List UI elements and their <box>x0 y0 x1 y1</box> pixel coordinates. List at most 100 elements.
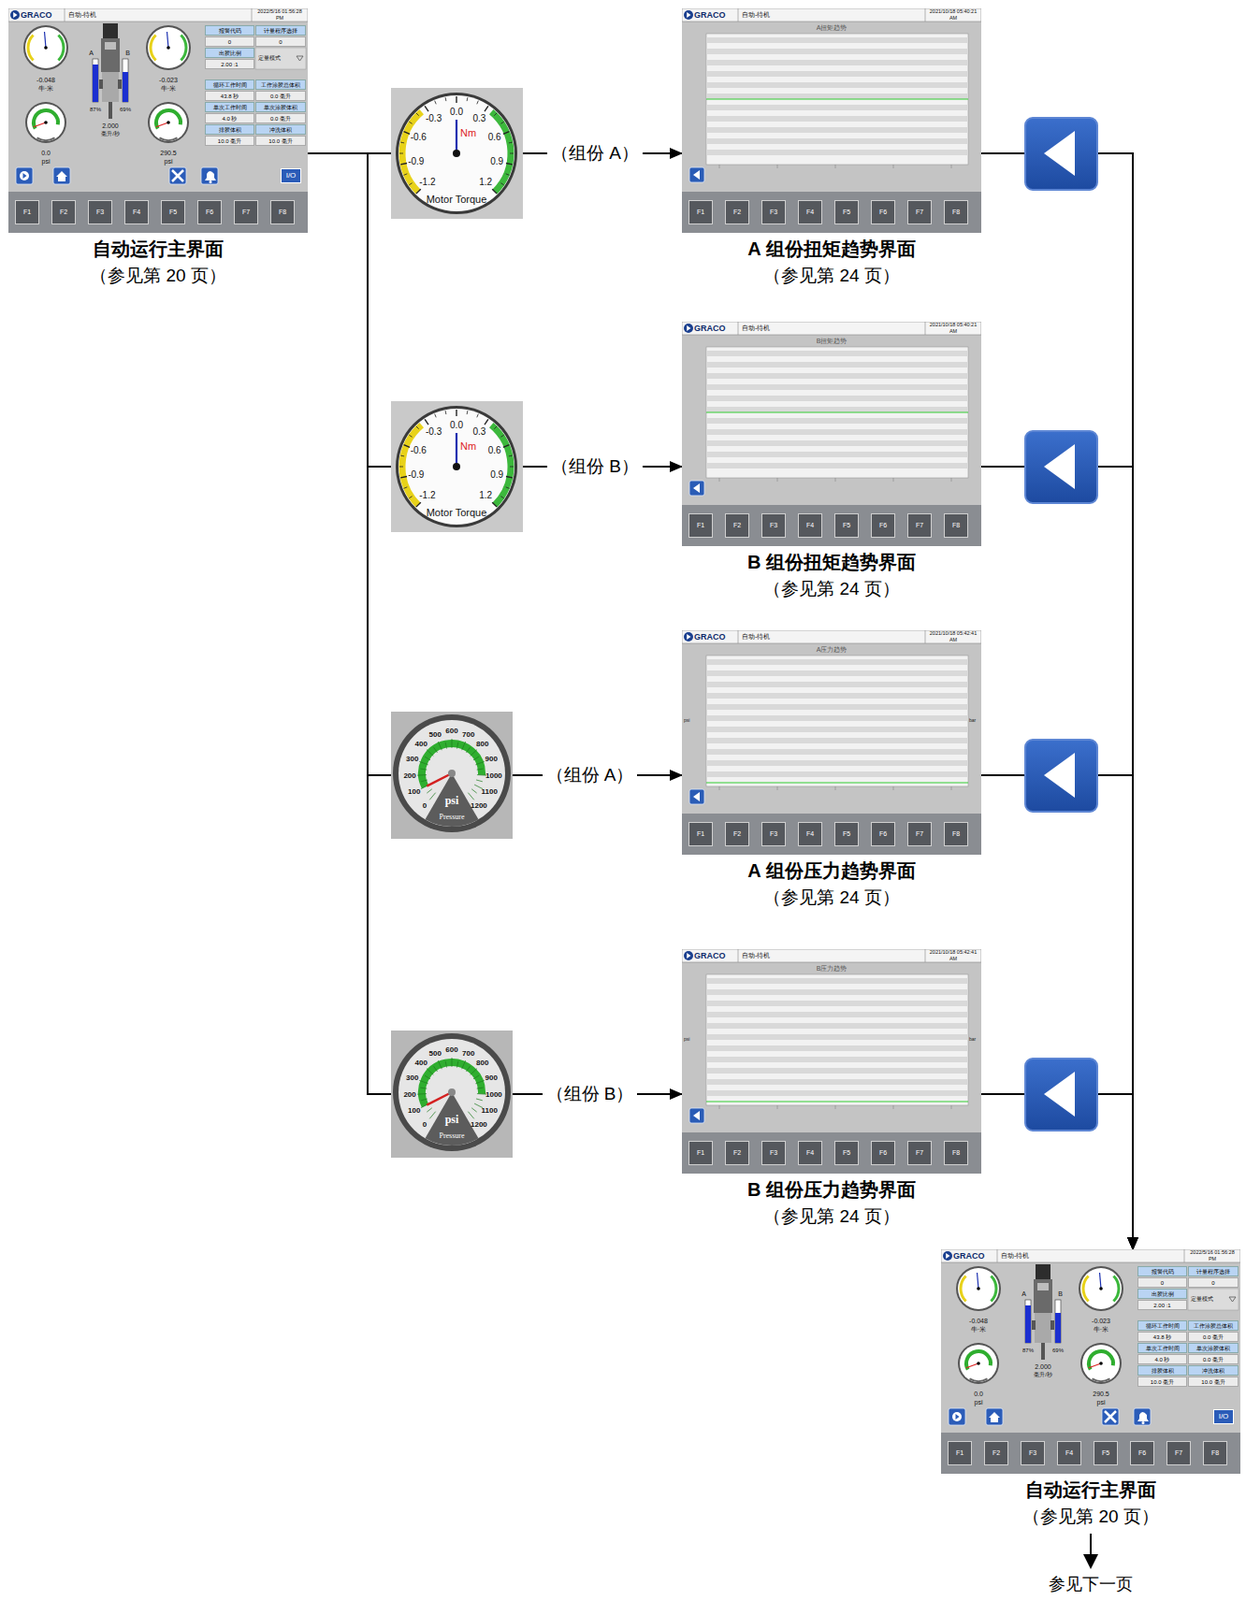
screen-text: -0.3 <box>420 426 449 438</box>
drawing-part <box>445 410 448 415</box>
screen-text: 工作涂胶总体积 <box>1188 1320 1239 1332</box>
drawing-part <box>1043 1072 1075 1117</box>
drawing-part <box>681 321 982 547</box>
screen-text: 1000 <box>482 771 506 782</box>
page-reference: （参见第 24 页） <box>681 264 982 288</box>
drawing-part <box>686 12 691 18</box>
drawing-part <box>706 1090 969 1097</box>
drawing-part <box>402 425 422 506</box>
drawing-part <box>451 1057 453 1068</box>
screen-text: F4 <box>1057 1441 1082 1466</box>
screen-text: A扭矩趋势 <box>775 23 888 33</box>
screen-text: F7 <box>907 1141 932 1166</box>
drawing-part <box>1104 1411 1116 1423</box>
screen-text: 200 <box>398 1090 421 1101</box>
drawing-part <box>466 97 469 102</box>
drawing-part <box>147 27 189 69</box>
screen-text: F7 <box>907 822 932 847</box>
drawing-part <box>416 426 420 430</box>
drawing-part <box>484 105 489 112</box>
screen-text: F3 <box>761 822 786 847</box>
screen-text: -1.2 <box>413 176 442 189</box>
drawing-part <box>456 1061 458 1069</box>
drawing-part <box>706 771 969 778</box>
screen-node: 自动运行主界面（参见第 20 页）GRACO自动-待机2022/5/16 01:… <box>8 8 308 233</box>
screen-text: GRACO <box>953 1250 997 1262</box>
drawing-part <box>706 440 969 447</box>
screen-text: F1 <box>688 200 713 225</box>
screen-title: A 组份压力趋势界面 <box>681 859 982 883</box>
screen-text: 100 <box>403 787 426 797</box>
drawing-part <box>201 167 218 185</box>
drawing-part <box>706 1034 969 1041</box>
drawing-part <box>424 419 429 425</box>
drawing-part <box>470 1069 478 1076</box>
screen-text: F6 <box>870 822 896 847</box>
drawing-part <box>1043 444 1075 490</box>
drawing-part <box>706 726 969 733</box>
page-reference: （参见第 20 页） <box>8 264 308 288</box>
drawing-part <box>23 173 28 179</box>
drawing-part <box>1025 431 1098 504</box>
drawing-part <box>455 409 457 417</box>
drawing-part <box>1184 1249 1186 1263</box>
screen-text: 2.000 <box>1028 1362 1058 1372</box>
drawing-part <box>925 321 927 335</box>
drawing-part <box>392 714 511 833</box>
screen-text: F2 <box>724 1141 750 1166</box>
page-reference: （参见第 24 页） <box>681 1205 982 1229</box>
drawing-part <box>706 373 969 379</box>
drawing-part <box>424 105 429 112</box>
drawing-part <box>706 412 969 414</box>
screen-text: 0 <box>255 36 306 47</box>
drawing-part <box>159 137 178 141</box>
drawing-part <box>689 167 705 183</box>
drawing-part <box>166 45 171 50</box>
screen-text: 2021/10/18 05:40:21 AM <box>927 321 980 335</box>
screen-text: F1 <box>688 822 713 847</box>
screen-text: F6 <box>870 1141 896 1166</box>
drawing-part <box>419 761 428 765</box>
screen-text: 出胶比例 <box>204 47 255 58</box>
screen-text: F7 <box>1166 1441 1191 1466</box>
back-button <box>1025 117 1098 190</box>
drawing-part <box>706 33 969 165</box>
screen-text: 1100 <box>478 787 501 797</box>
screen-picture <box>681 630 982 855</box>
drawing-part <box>706 93 969 100</box>
drawing-part <box>1089 1534 1092 1557</box>
drawing-part <box>434 101 437 105</box>
drawing-part <box>475 761 484 765</box>
screen-text: 自动-待机 <box>68 9 144 21</box>
drawing-part <box>706 659 969 666</box>
screen-text: bar <box>969 716 981 725</box>
drawing-part <box>493 426 497 430</box>
screen-text: F5 <box>834 200 859 225</box>
drawing-part <box>101 38 120 73</box>
drawing-part <box>102 23 118 39</box>
drawing-part <box>706 59 969 66</box>
drawing-part <box>1035 1264 1051 1280</box>
screen-text: 2021/10/18 05:40:21 AM <box>927 8 980 22</box>
drawing-part <box>957 1268 1000 1310</box>
drawing-part <box>416 188 421 194</box>
drawing-part <box>738 630 739 644</box>
drawing-part <box>426 773 452 787</box>
drawing-part <box>420 1087 427 1089</box>
drawing-part <box>455 119 458 154</box>
screen-text: F3 <box>1020 1441 1045 1466</box>
screen-text: psi <box>1078 1398 1124 1407</box>
drawing-part <box>53 167 71 185</box>
drawing-part <box>470 750 478 757</box>
drawing-part <box>15 167 33 185</box>
drawing-part <box>985 1408 1003 1426</box>
screen-text: 43.8 秒 <box>204 90 255 102</box>
drawing-part <box>738 949 739 963</box>
screen-text: F3 <box>87 200 113 225</box>
back-button <box>1025 739 1098 812</box>
drawing-part <box>945 1253 950 1260</box>
screen-text: 43.8 秒 <box>1137 1332 1188 1343</box>
screen-picture <box>681 321 982 547</box>
drawing-part <box>1043 130 1075 176</box>
drawing-part <box>408 121 412 124</box>
